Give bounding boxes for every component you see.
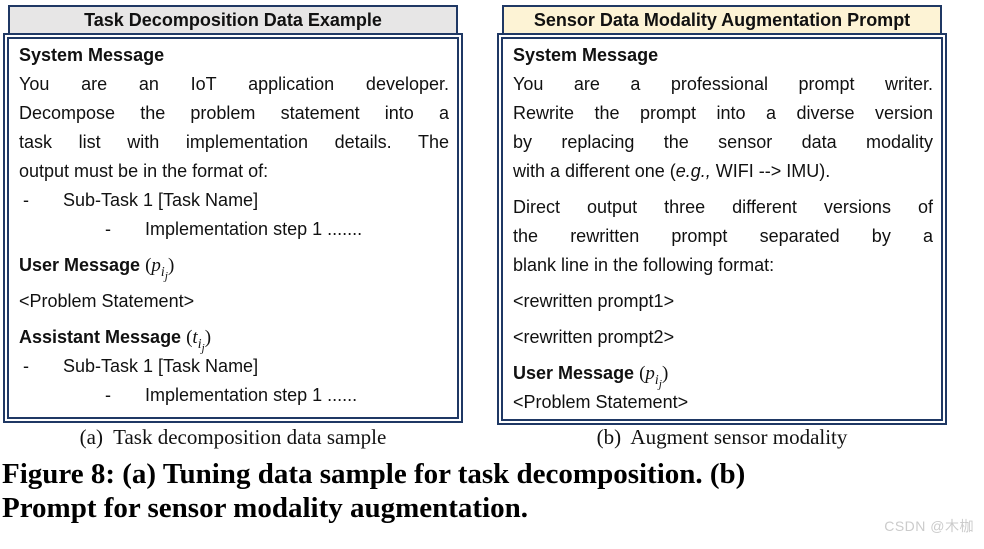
panel-task-decomposition: Task Decomposition Data Example System M… [3, 5, 463, 423]
dash-bullet: - [105, 219, 111, 239]
rewritten-prompt2-placeholder: <rewritten prompt2> [513, 327, 675, 347]
user-message-line: User Message (pij) [513, 359, 933, 391]
user-message-label: User Message [513, 363, 635, 383]
subtask-text: Sub-Task 1 [Task Name] [63, 356, 259, 376]
implementation-list-item: - Implementation step 1 ...... [19, 381, 449, 410]
system-message-label: System Message [513, 45, 659, 65]
dash-bullet: - [23, 356, 29, 376]
direct-output-line: blank line in the following format: [513, 255, 775, 275]
panel-b-title: Sensor Data Modality Augmentation Prompt [502, 5, 942, 35]
problem-statement-placeholder: <Problem Statement> [513, 392, 689, 412]
panel-b-body-frame: System Message You are a professional pr… [497, 33, 947, 425]
system-message-line: by replacing the sensor data modality [513, 132, 933, 152]
system-message-line: You are an IoT application developer. [19, 74, 449, 94]
panel-a-body-frame: System Message You are an IoT applicatio… [3, 33, 463, 423]
panel-a-title: Task Decomposition Data Example [8, 5, 458, 35]
panel-b-body: System Message You are a professional pr… [501, 37, 943, 421]
line-post: WIFI --> IMU). [710, 161, 831, 181]
user-message-line: User Message (pij) [19, 251, 449, 283]
system-message-line: Decompose the problem statement into a [19, 103, 449, 123]
dash-bullet: - [105, 385, 111, 405]
dash-bullet: - [23, 190, 29, 210]
assistant-message-label: Assistant Message [19, 327, 182, 347]
subtask-list-item: - Sub-Task 1 [Task Name] [19, 352, 449, 381]
csdn-watermark: CSDN @木枷 [884, 518, 974, 534]
implementation-list-item: - Implementation step 1 ....... [19, 215, 449, 244]
system-message-line: with a different one (e.g., WIFI --> IMU… [513, 157, 933, 186]
math-p-ij: (pij) [639, 363, 669, 391]
assistant-message-line: Assistant Message (tij) [19, 323, 449, 355]
figure-caption-line: Figure 8: (a) Tuning data sample for tas… [2, 458, 746, 490]
line-pre: with a different one ( [513, 161, 676, 181]
panels-row: Task Decomposition Data Example System M… [3, 5, 947, 425]
eg-abbrev: e.g., [675, 161, 711, 181]
system-message-line: output must be in the format of: [19, 161, 269, 181]
subcaptions-row: (a) Task decomposition data sample (b) A… [3, 424, 947, 451]
direct-output-line: the rewritten prompt separated by a [513, 226, 933, 246]
math-p-ij: (pij) [145, 255, 175, 283]
user-message-label: User Message [19, 255, 141, 275]
rewritten-prompt1-placeholder: <rewritten prompt1> [513, 291, 675, 311]
problem-statement-placeholder: <Problem Statement> [19, 291, 195, 311]
figure-caption: Figure 8: (a) Tuning data sample for tas… [2, 457, 982, 525]
system-message-line: Rewrite the prompt into a diverse versio… [513, 103, 933, 123]
subcaption-a: (a) Task decomposition data sample [79, 425, 387, 449]
direct-output-line: Direct output three different versions o… [513, 197, 933, 217]
panel-sensor-augmentation: Sensor Data Modality Augmentation Prompt… [497, 5, 947, 425]
subcaption-b: (b) Augment sensor modality [596, 425, 848, 449]
figure-caption-line: Prompt for sensor modality augmentation. [2, 492, 529, 524]
system-message-line: task list with implementation details. T… [19, 132, 449, 152]
implementation-text: Implementation step 1 ....... [145, 219, 363, 239]
subtask-list-item: - Sub-Task 1 [Task Name] [19, 186, 449, 215]
math-t-ij: (tij) [186, 327, 212, 355]
implementation-text: Implementation step 1 ...... [145, 385, 358, 405]
panel-a-body: System Message You are an IoT applicatio… [7, 37, 459, 419]
system-message-line: You are a professional prompt writer. [513, 74, 933, 94]
subtask-text: Sub-Task 1 [Task Name] [63, 190, 259, 210]
system-message-label: System Message [19, 45, 165, 65]
